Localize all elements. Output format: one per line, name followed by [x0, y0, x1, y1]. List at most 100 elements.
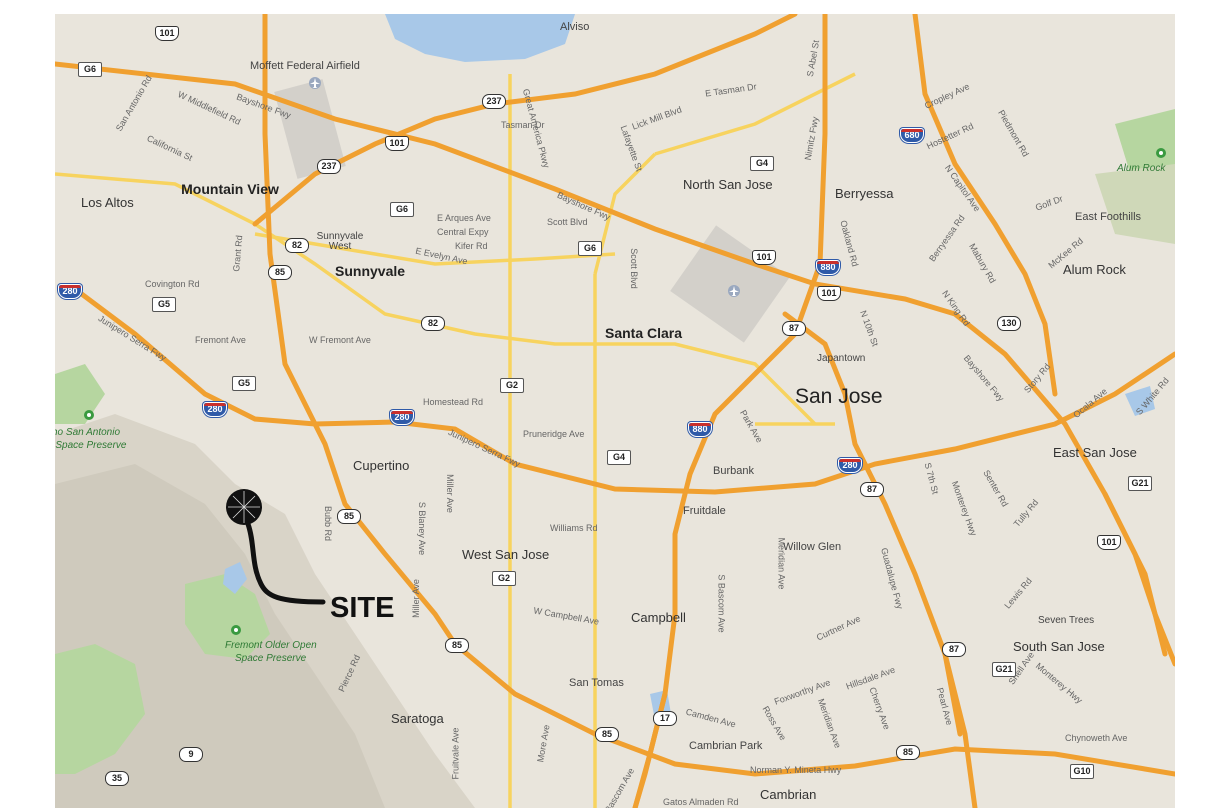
- place-seven-trees: Seven Trees: [1038, 615, 1095, 626]
- place-japantown: Japantown: [817, 353, 866, 364]
- shield-g10: G10: [1070, 764, 1094, 779]
- map-canvas: [55, 14, 1175, 808]
- shield-ca-85-e: 85: [896, 745, 920, 760]
- site-label: SITE: [330, 592, 395, 624]
- shield-us-101-a: 101: [155, 26, 179, 41]
- shield-g6-a: G6: [78, 62, 102, 77]
- shield-g21-b: G21: [992, 662, 1016, 677]
- place-burbank: Burbank: [713, 465, 754, 477]
- shield-us-101-d: 101: [817, 286, 841, 301]
- street-homestead: Homestead Rd: [423, 397, 484, 407]
- shield-g6-c: G6: [578, 241, 602, 256]
- place-campbell: Campbell: [631, 610, 686, 625]
- lake-east: [1125, 386, 1155, 416]
- place-fruitdale: Fruitdale: [683, 505, 726, 517]
- park-fremont-older: [185, 574, 270, 659]
- site-marker: [226, 489, 326, 605]
- place-sunnyvale: Sunnyvale: [335, 263, 406, 279]
- bay-water: [385, 14, 575, 62]
- shield-ca-35: 35: [105, 771, 129, 786]
- page-margin: [1175, 0, 1210, 808]
- shield-ca-237-b: 237: [317, 159, 341, 174]
- street-kifer: Kifer Rd: [455, 241, 488, 251]
- shield-g4-b: G4: [607, 450, 631, 465]
- shield-i-280-b: 280: [203, 402, 227, 417]
- shield-i-280-a: 280: [58, 284, 82, 299]
- fwy-101-south: [1102, 491, 1168, 657]
- place-alviso: Alviso: [560, 21, 590, 33]
- shield-ca-87-a: 87: [782, 321, 806, 336]
- place-alum-rock: Alum Rock: [1063, 262, 1126, 277]
- street-miller: Miller Ave: [444, 474, 455, 513]
- fwy-guadalupe-south: [942, 651, 963, 737]
- place-san-tomas: San Tomas: [569, 677, 624, 689]
- park-east-hills: [1095, 164, 1175, 244]
- place-los-altos: Los Altos: [81, 195, 134, 210]
- shield-g2-b: G2: [492, 571, 516, 586]
- shield-us-101-e: 101: [1097, 535, 1121, 550]
- street-e-arques: E Arques Ave: [437, 213, 491, 223]
- place-willow-glen: Willow Glen: [783, 541, 842, 553]
- street-tasman: Tasman Dr: [501, 120, 545, 130]
- park-fremont-older-label: Fremont Older Open: [225, 640, 317, 651]
- park-marker-icon: [1156, 148, 1166, 158]
- park-marker-icon: [231, 625, 241, 635]
- map-view[interactable]: Alviso Moffett Federal Airfield Mountain…: [55, 14, 1175, 808]
- fwy-680: [912, 14, 1058, 397]
- park-alum-rock-label: Alum Rock: [1117, 163, 1166, 174]
- place-south-san-jose: South San Jose: [1013, 639, 1105, 654]
- airport-icon: [728, 285, 740, 297]
- place-cupertino: Cupertino: [353, 458, 410, 473]
- street-fruitvale: Fruitvale Ave: [450, 727, 461, 780]
- street-meridian: Meridian Ave: [776, 537, 787, 590]
- place-west-san-jose: West San Jose: [462, 547, 550, 562]
- shield-i-880-b: 880: [688, 422, 712, 437]
- shield-ca-85-d: 85: [595, 727, 619, 742]
- shield-ca-85-a: 85: [268, 265, 292, 280]
- place-saratoga: Saratoga: [391, 711, 444, 726]
- shield-ca-237-a: 237: [482, 94, 506, 109]
- place-mountain-view: Mountain View: [181, 181, 279, 197]
- reservoir: [223, 562, 247, 594]
- place-moffett: Moffett Federal Airfield: [250, 60, 360, 72]
- shield-g5-b: G5: [232, 376, 256, 391]
- shield-us-101-b: 101: [385, 136, 409, 151]
- park-fremont-older-label-2: Space Preserve: [235, 653, 307, 664]
- shield-ca-130: 130: [997, 316, 1021, 331]
- park-rancho-label-2: n Space Preserve: [55, 440, 127, 451]
- shield-i-280-c: 280: [390, 410, 414, 425]
- shield-ca-9: 9: [179, 747, 203, 762]
- shield-i-280-d: 280: [838, 458, 862, 473]
- airport-sj: [670, 225, 790, 343]
- place-cambrian: Cambrian: [760, 787, 817, 802]
- shield-i-680: 680: [900, 128, 924, 143]
- street-s-blaney: S Blaney Ave: [417, 501, 428, 556]
- street-s-bascom: S Bascom Ave: [716, 574, 727, 633]
- shield-ca-85-c: 85: [445, 638, 469, 653]
- street-scott-2: Scott Blvd: [628, 248, 639, 289]
- shield-g5: G5: [152, 297, 176, 312]
- shield-g2-a: G2: [500, 378, 524, 393]
- shield-ca-17: 17: [653, 711, 677, 726]
- park-rancho-label: cho San Antonio: [55, 427, 121, 438]
- place-san-jose: San Jose: [795, 385, 883, 408]
- place-cambrian-park: Cambrian Park: [689, 740, 763, 752]
- street-norman-mineta: Norman Y. Mineta Hwy: [750, 765, 842, 775]
- shield-ca-87-b: 87: [860, 482, 884, 497]
- shield-g6-b: G6: [390, 202, 414, 217]
- shield-ca-87-c: 87: [942, 642, 966, 657]
- place-east-foothills: East Foothills: [1075, 211, 1142, 223]
- place-east-san-jose: East San Jose: [1053, 445, 1137, 460]
- place-north-san-jose: North San Jose: [683, 177, 773, 192]
- street-covington: Covington Rd: [145, 279, 200, 289]
- shield-ca-85-b: 85: [337, 509, 361, 524]
- fwy-87: [782, 311, 978, 808]
- street-chynoweth: Chynoweth Ave: [1065, 733, 1128, 743]
- place-berryessa: Berryessa: [835, 186, 894, 201]
- place-santa-clara: Santa Clara: [605, 325, 683, 341]
- street-gatos-almaden: Gatos Almaden Rd: [663, 797, 739, 807]
- airport-icon: [309, 77, 321, 89]
- shield-ca-82-a: 82: [285, 238, 309, 253]
- street-pruneridge: Pruneridge Ave: [523, 429, 585, 439]
- shield-g4-a: G4: [750, 156, 774, 171]
